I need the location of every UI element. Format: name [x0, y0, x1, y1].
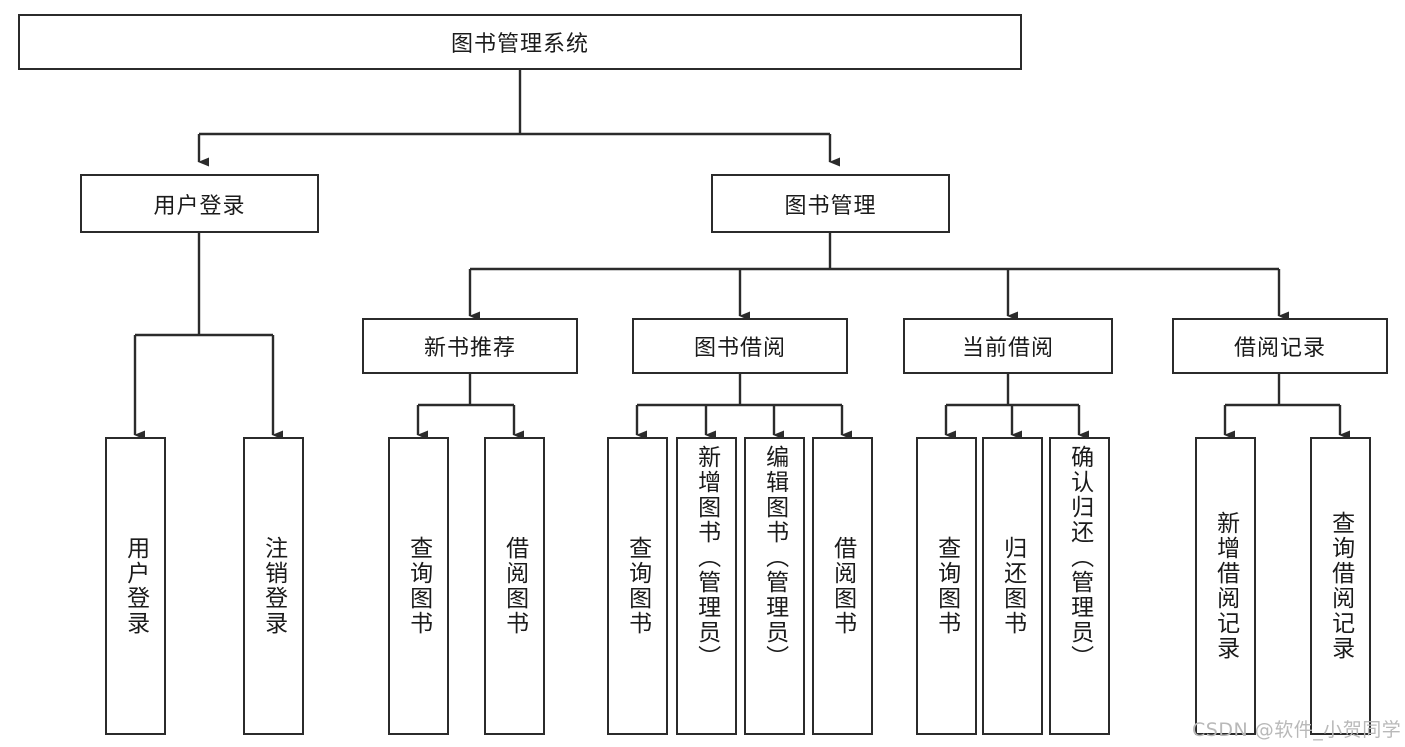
node-book-management[interactable]: 图书管理 — [711, 174, 950, 233]
leaf-book-borrow-edit-admin[interactable]: 编辑图书（管理员） — [744, 437, 805, 735]
leaf-current-borrow-query[interactable]: 查询图书 — [916, 437, 977, 735]
leaf-new-book-query[interactable]: 查询图书 — [388, 437, 449, 735]
leaf-book-borrow-query[interactable]: 查询图书 — [607, 437, 668, 735]
leaf-borrow-record-add[interactable]: 新增借阅记录 — [1195, 437, 1256, 735]
leaf-book-borrow-lend[interactable]: 借阅图书 — [812, 437, 873, 735]
leaf-book-borrow-add-admin[interactable]: 新增图书（管理员） — [676, 437, 737, 735]
leaf-current-borrow-confirm-admin[interactable]: 确认归还（管理员） — [1049, 437, 1110, 735]
node-root-system[interactable]: 图书管理系统 — [18, 14, 1022, 70]
node-book-borrow[interactable]: 图书借阅 — [632, 318, 848, 374]
leaf-current-borrow-return[interactable]: 归还图书 — [982, 437, 1043, 735]
leaf-borrow-record-query[interactable]: 查询借阅记录 — [1310, 437, 1371, 735]
csdn-watermark: CSDN @软件_小贺同学 — [1192, 719, 1402, 741]
leaf-user-login-signout[interactable]: 注销登录 — [243, 437, 304, 735]
node-current-borrow[interactable]: 当前借阅 — [903, 318, 1113, 374]
node-new-book-recommend[interactable]: 新书推荐 — [362, 318, 578, 374]
node-borrow-record[interactable]: 借阅记录 — [1172, 318, 1388, 374]
node-user-login[interactable]: 用户登录 — [80, 174, 319, 233]
leaf-new-book-borrow[interactable]: 借阅图书 — [484, 437, 545, 735]
leaf-user-login-signin[interactable]: 用户登录 — [105, 437, 166, 735]
